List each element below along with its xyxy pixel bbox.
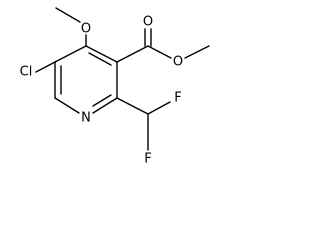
atom-o-carbonyl: O bbox=[143, 15, 153, 30]
bond-c3-c4-inner bbox=[88, 52, 112, 66]
bond-c2-chf2 bbox=[116, 97, 149, 115]
bond-c2-n-inner bbox=[92, 94, 112, 107]
bond-c3-carbonyl-c bbox=[116, 45, 149, 63]
bond-carbonyl-c-o-ester bbox=[147, 45, 172, 59]
bond-chf2-f-top bbox=[147, 101, 171, 115]
pyridine-ring bbox=[54, 45, 118, 114]
bond-c5-cl bbox=[35, 61, 56, 73]
atom-n-ring: N bbox=[81, 111, 91, 126]
atom-cl: Cl bbox=[20, 65, 33, 80]
bond-c2-n bbox=[92, 97, 118, 114]
atom-o-methoxy: O bbox=[81, 22, 91, 37]
bond-o-ester-methyl bbox=[184, 45, 210, 59]
bond-o-methyl bbox=[55, 7, 81, 23]
atom-o-ester: O bbox=[173, 55, 183, 70]
bond-c4-c3 bbox=[85, 45, 118, 63]
bond-c5-c4 bbox=[54, 45, 87, 63]
chemical-structure-diagram: Cl O O O N F F bbox=[20, 7, 210, 167]
atom-f-bottom: F bbox=[144, 152, 151, 167]
atom-f-top: F bbox=[174, 91, 181, 106]
bond-n-c6 bbox=[54, 97, 80, 114]
